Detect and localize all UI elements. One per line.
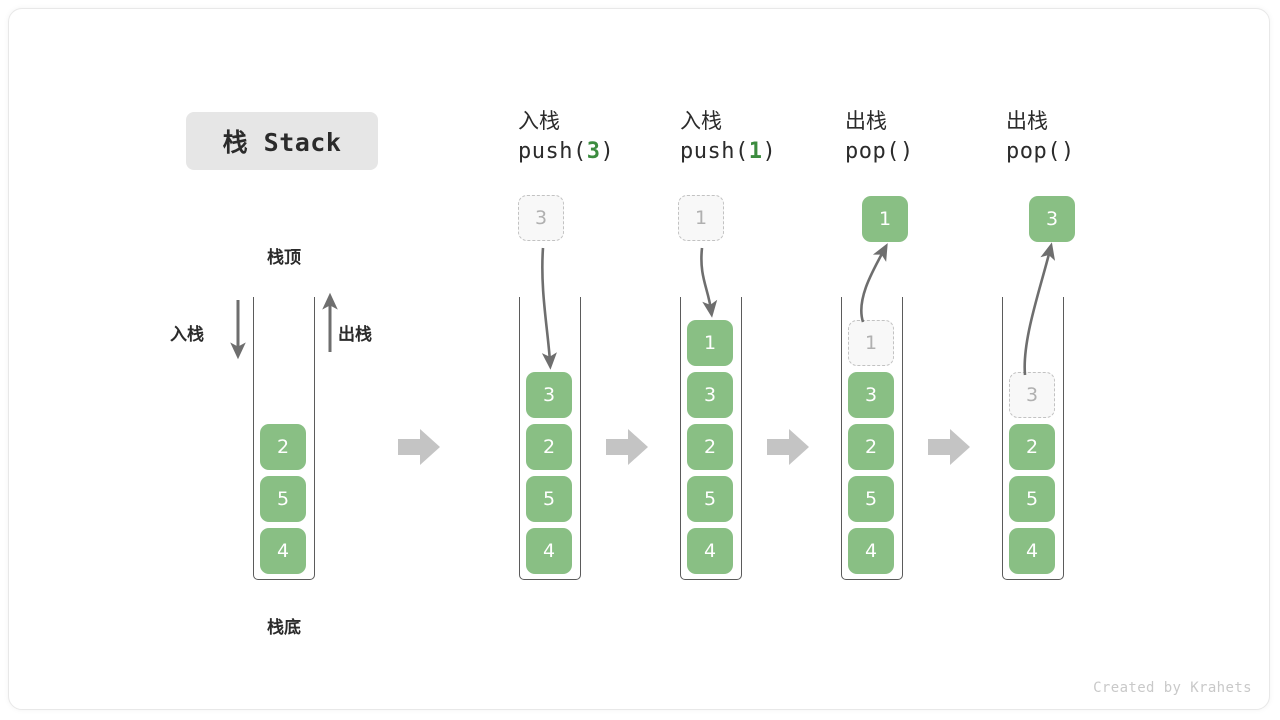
popped-element: 1 <box>862 196 908 242</box>
push-side-label: 入栈 <box>170 325 204 345</box>
stack-bottom-label: 栈底 <box>267 618 301 638</box>
stack-element: 5 <box>1009 476 1055 522</box>
column-header-code: push(3) <box>518 136 668 168</box>
credit-text: Created by Krahets <box>1093 680 1252 696</box>
column-header-code: pop() <box>1006 136 1156 168</box>
ghost-element: 1 <box>848 320 894 366</box>
code-suffix: ) <box>1060 139 1075 164</box>
stack-element: 4 <box>260 528 306 574</box>
stack-element: 2 <box>260 424 306 470</box>
stack-container-pop-1 <box>841 297 903 580</box>
title-badge-label: 栈 Stack <box>222 128 342 157</box>
code-number: 3 <box>586 139 601 164</box>
ghost-element: 3 <box>1009 372 1055 418</box>
column-header-pop-1: 出栈 pop() <box>845 106 995 168</box>
stack-container-pop-3 <box>1002 297 1064 580</box>
stack-element: 5 <box>848 476 894 522</box>
stack-element: 4 <box>848 528 894 574</box>
column-header-push-3: 入栈 push(3) <box>518 106 668 168</box>
stack-element: 3 <box>687 372 733 418</box>
title-badge: 栈 Stack <box>186 112 378 170</box>
stack-top-label: 栈顶 <box>267 248 301 268</box>
pop-side-label: 出栈 <box>338 325 372 345</box>
stack-element: 5 <box>687 476 733 522</box>
code-number: 1 <box>748 139 763 164</box>
stack-element: 5 <box>260 476 306 522</box>
code-prefix: pop( <box>845 139 900 164</box>
column-header-cn: 出栈 <box>845 109 887 133</box>
stack-element: 5 <box>526 476 572 522</box>
column-header-push-1: 入栈 push(1) <box>680 106 830 168</box>
stack-container-push-3 <box>519 297 581 580</box>
code-prefix: pop( <box>1006 139 1061 164</box>
code-prefix: push( <box>518 139 587 164</box>
stack-element: 2 <box>687 424 733 470</box>
column-header-cn: 出栈 <box>1006 109 1048 133</box>
stack-element: 4 <box>526 528 572 574</box>
code-suffix: ) <box>600 139 615 164</box>
column-header-code: push(1) <box>680 136 830 168</box>
column-header-code: pop() <box>845 136 995 168</box>
stack-element: 4 <box>1009 528 1055 574</box>
stack-element: 2 <box>1009 424 1055 470</box>
code-prefix: push( <box>680 139 749 164</box>
stack-container-push-1 <box>680 297 742 580</box>
ghost-element: 1 <box>678 195 724 241</box>
stack-element: 2 <box>848 424 894 470</box>
stack-element: 3 <box>526 372 572 418</box>
code-suffix: ) <box>762 139 777 164</box>
column-header-cn: 入栈 <box>518 109 560 133</box>
ghost-element: 3 <box>518 195 564 241</box>
stack-element: 2 <box>526 424 572 470</box>
column-header-pop-3: 出栈 pop() <box>1006 106 1156 168</box>
stack-element: 1 <box>687 320 733 366</box>
code-suffix: ) <box>899 139 914 164</box>
stack-element: 3 <box>848 372 894 418</box>
stack-element: 4 <box>687 528 733 574</box>
column-header-cn: 入栈 <box>680 109 722 133</box>
popped-element: 3 <box>1029 196 1075 242</box>
stack-container-initial <box>253 297 315 580</box>
